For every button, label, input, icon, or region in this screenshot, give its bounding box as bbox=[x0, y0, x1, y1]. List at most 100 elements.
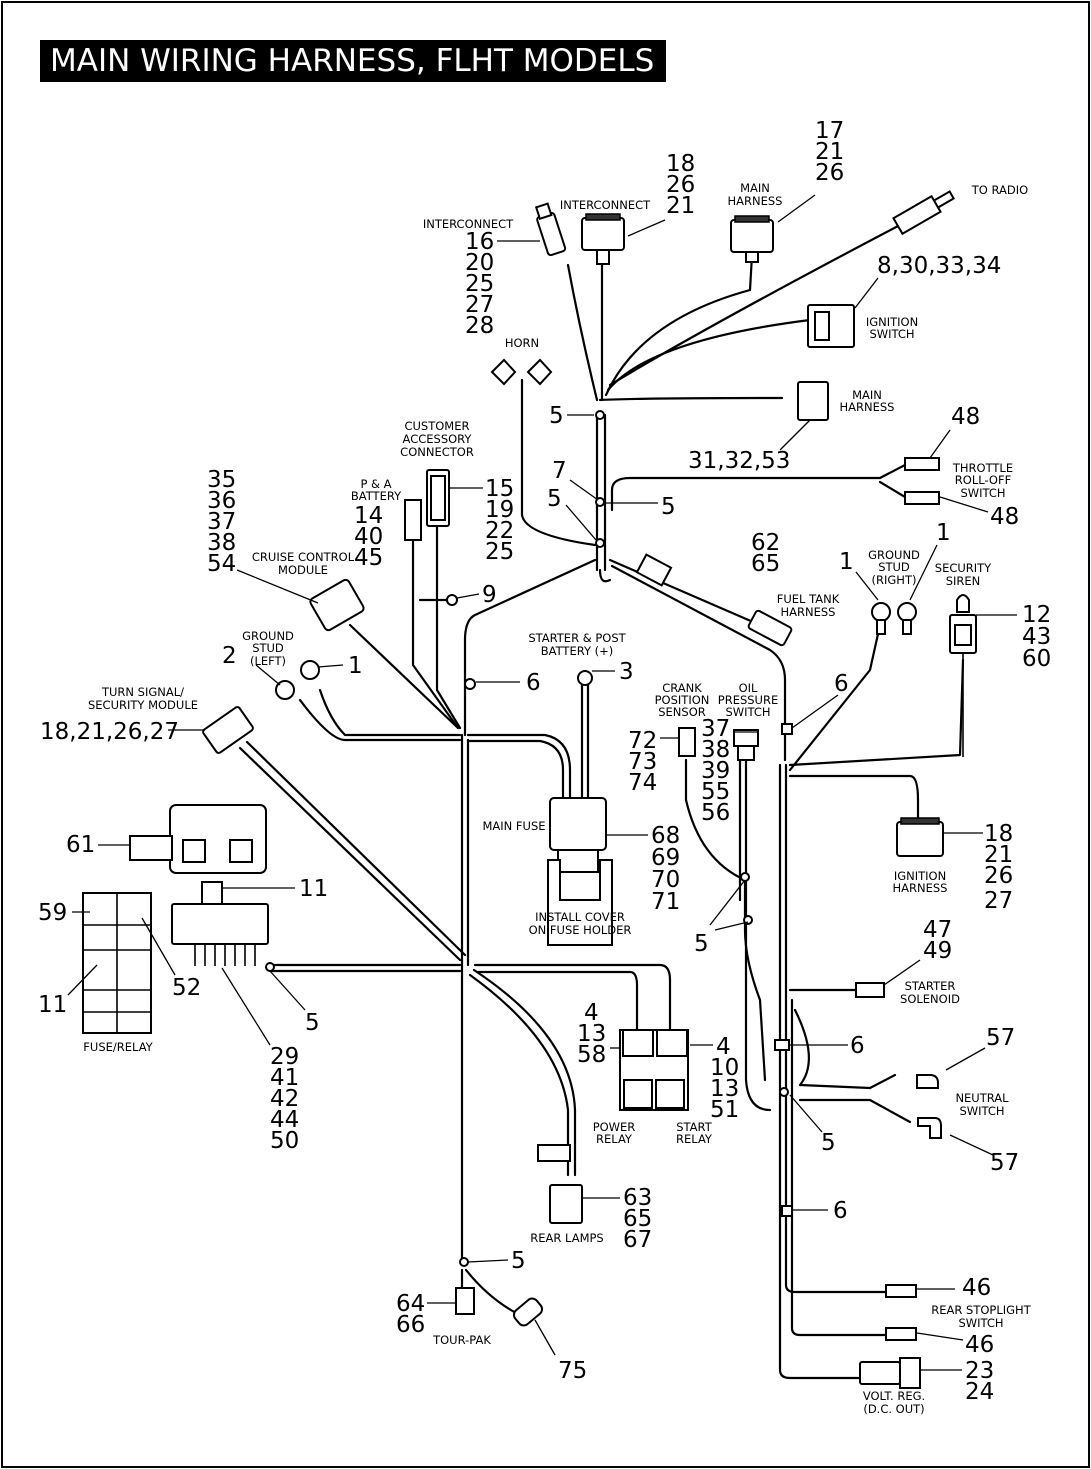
label-tour-pak: TOUR-PAK bbox=[432, 1333, 491, 1347]
callout-starter-post: 3 bbox=[619, 659, 634, 685]
label-throttle-3: SWITCH bbox=[960, 486, 1005, 500]
label-install-cover-2: ON FUSE HOLDER bbox=[529, 923, 632, 937]
callout-battery-2: 36 bbox=[207, 488, 236, 514]
callout-accessory-3: 22 bbox=[485, 518, 514, 544]
callout-accessory-1: 15 bbox=[485, 476, 514, 502]
harness-wires bbox=[238, 223, 965, 1380]
rear-lamps-connector bbox=[537, 1144, 583, 1224]
throttle-connectors bbox=[904, 457, 940, 505]
callout-solenoid-1: 47 bbox=[923, 917, 952, 943]
callout-crank-2: 73 bbox=[628, 749, 657, 775]
callout-battery-1: 35 bbox=[207, 467, 236, 493]
label-starter-post-2: BATTERY (+) bbox=[541, 644, 614, 658]
callout-battery-3: 37 bbox=[207, 509, 236, 535]
radio-plug bbox=[892, 190, 956, 236]
main-harness-right-connector bbox=[797, 381, 829, 421]
label-main-harness-right-2: HARNESS bbox=[840, 400, 895, 414]
oil-pressure-connector bbox=[733, 729, 759, 761]
label-oil-3: SWITCH bbox=[725, 705, 770, 719]
label-siren-2: SIREN bbox=[946, 574, 981, 588]
callout-start-relay-2: 10 bbox=[710, 1055, 739, 1081]
callout-pa-battery-3: 45 bbox=[354, 545, 383, 571]
relay-connector bbox=[171, 881, 269, 966]
tour-pak-connector bbox=[455, 1287, 475, 1315]
ignition-harness-connector bbox=[896, 817, 944, 857]
callout-clip-6-low: 6 bbox=[833, 1198, 848, 1224]
callout-power-relay-2: 13 bbox=[577, 1021, 606, 1047]
callout-turn-signal: 18,21,26,27 bbox=[40, 719, 179, 745]
label-cruise-2: MODULE bbox=[278, 563, 328, 577]
callout-fuse-11: 11 bbox=[38, 992, 67, 1018]
fuel-tank-sleeve bbox=[635, 553, 673, 587]
module-61 bbox=[129, 804, 267, 874]
main-fuse-holder bbox=[547, 797, 613, 946]
clip-9 bbox=[446, 594, 458, 606]
callout-oil-3: 39 bbox=[701, 758, 730, 784]
callout-rear-stop-top: 46 bbox=[962, 1275, 991, 1301]
label-fuel-tank-1: FUEL TANK bbox=[777, 592, 840, 606]
label-crank-1: CRANK bbox=[662, 681, 702, 695]
label-start-relay-1: START bbox=[676, 1120, 712, 1134]
callout-oil-4: 55 bbox=[701, 779, 730, 805]
callout-ground-left-2: 2 bbox=[222, 643, 237, 669]
callout-crank-3: 74 bbox=[628, 770, 657, 796]
ignition-switch-connector bbox=[807, 304, 855, 348]
label-volt-reg-1: VOLT. REG. bbox=[863, 1389, 925, 1403]
label-turn-signal-1: TURN SIGNAL/ bbox=[101, 685, 184, 699]
callout-oil-1: 37 bbox=[701, 716, 730, 742]
callout-start-relay-1: 4 bbox=[716, 1034, 731, 1060]
callout-harness-5b: 5 bbox=[661, 494, 676, 520]
label-pa-battery-2: BATTERY bbox=[351, 489, 402, 503]
label-accessory-3: CONNECTOR bbox=[400, 445, 474, 459]
label-starter-post-1: STARTER & POST bbox=[528, 631, 626, 645]
callout-battery-4: 38 bbox=[207, 530, 236, 556]
callout-volt-reg-2: 24 bbox=[965, 1379, 994, 1405]
callout-ignition-switch: 8,30,33,34 bbox=[877, 253, 1001, 279]
callout-clip-5-fuse: 5 bbox=[305, 1010, 320, 1036]
label-throttle-1: THROTTLE bbox=[952, 461, 1013, 475]
callout-neutral-bottom: 57 bbox=[990, 1150, 1019, 1176]
callout-clip-9: 9 bbox=[482, 582, 497, 608]
callout-interconnect-left-2: 20 bbox=[465, 250, 494, 276]
clip-5-upper bbox=[595, 410, 605, 420]
label-cruise-1: CRUISE CONTROL bbox=[252, 550, 355, 564]
label-ground-right-1: GROUND bbox=[868, 548, 920, 562]
interconnect-left-connector bbox=[534, 202, 567, 257]
label-ignition-harness-1: IGNITION bbox=[894, 869, 946, 883]
label-main-fuse: MAIN FUSE bbox=[482, 819, 545, 833]
main-harness-top-connector bbox=[730, 215, 774, 263]
label-ground-left-1: GROUND bbox=[242, 629, 294, 643]
callout-main-harness-top-3: 26 bbox=[815, 160, 844, 186]
callout-clip-6-right: 6 bbox=[834, 671, 849, 697]
diagram-title: MAIN WIRING HARNESS, FLHT MODELS bbox=[40, 40, 666, 82]
ground-stud-right bbox=[871, 602, 917, 635]
label-crank-2: POSITION bbox=[655, 693, 710, 707]
callout-throttle-top: 48 bbox=[951, 404, 980, 430]
callout-module-61: 61 bbox=[66, 832, 95, 858]
callout-oil-5: 56 bbox=[701, 800, 730, 826]
clip-5-low bbox=[459, 1257, 469, 1267]
cruise-control-module bbox=[309, 578, 365, 632]
callout-fuse-bundle-4: 44 bbox=[270, 1107, 299, 1133]
callout-tour-pak-1: 64 bbox=[396, 1291, 425, 1317]
label-crank-3: SENSOR bbox=[658, 705, 706, 719]
components bbox=[82, 190, 977, 1389]
callout-main-fuse-1: 68 bbox=[651, 823, 680, 849]
label-oil-1: OIL bbox=[739, 681, 758, 695]
label-neutral-2: SWITCH bbox=[959, 1104, 1004, 1118]
callout-interconnect-center-2: 26 bbox=[666, 172, 695, 198]
crank-sensor-connector bbox=[678, 727, 696, 757]
power-start-relays bbox=[619, 1029, 689, 1111]
callout-throttle-bottom: 48 bbox=[990, 504, 1019, 530]
callout-power-relay-1: 4 bbox=[584, 1000, 599, 1026]
callout-main-fuse-4: 71 bbox=[651, 889, 680, 915]
starter-solenoid-connector bbox=[855, 982, 885, 998]
callout-accessory-4: 25 bbox=[485, 539, 514, 565]
callout-pa-battery-2: 40 bbox=[354, 524, 383, 550]
callout-fuel-tank-2: 65 bbox=[751, 551, 780, 577]
label-neutral-1: NEUTRAL bbox=[955, 1091, 1009, 1105]
callout-siren-3: 60 bbox=[1022, 646, 1051, 672]
callout-volt-reg-1: 23 bbox=[965, 1358, 994, 1384]
callout-clip-6-mid: 6 bbox=[850, 1033, 865, 1059]
callout-numbers: 16 20 25 27 28 18 26 21 17 21 26 8,30,33… bbox=[38, 118, 1051, 1405]
